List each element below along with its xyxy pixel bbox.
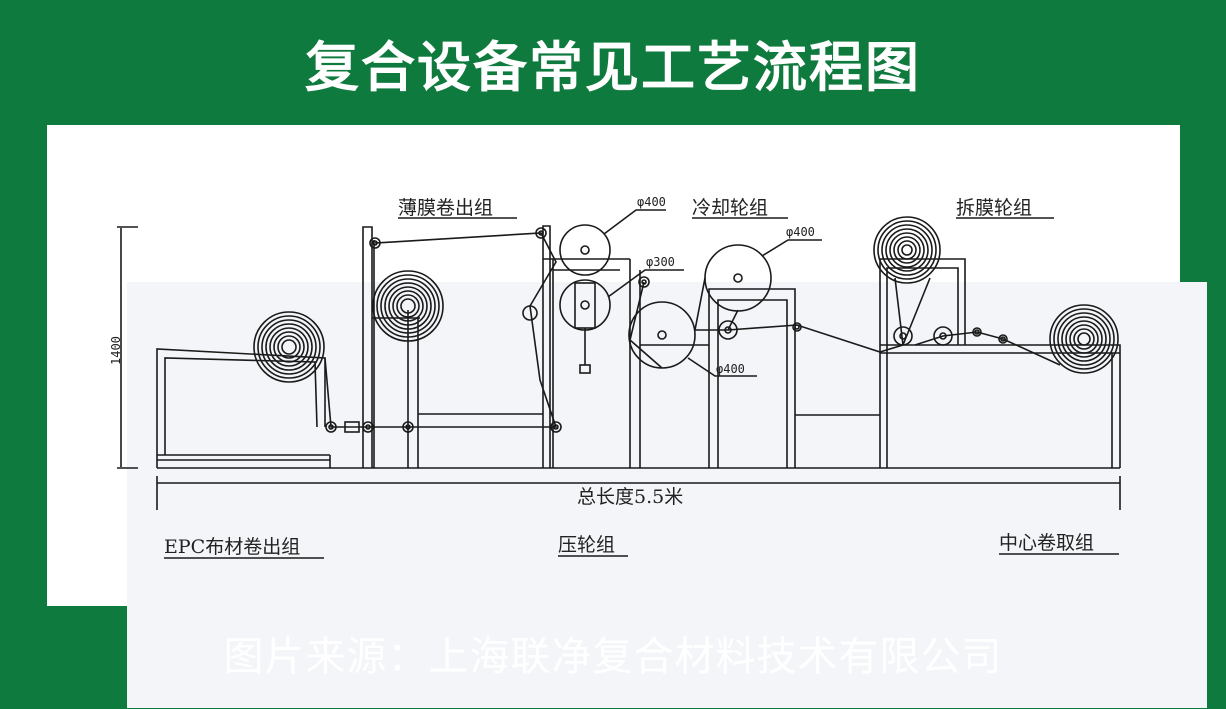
- peel-label: 拆膜轮组: [956, 197, 1032, 219]
- roll-ring: [873, 216, 941, 284]
- roll-ring: [384, 282, 432, 330]
- roll-ring: [1057, 312, 1111, 366]
- guide-roller: [402, 421, 414, 433]
- roller-axle: [328, 424, 334, 430]
- roll-ring: [1077, 332, 1091, 346]
- roll-ring: [1053, 308, 1115, 370]
- roller-axle: [733, 273, 743, 283]
- press-roller-frame: [543, 258, 641, 468]
- total-length-label: 总长度5.5米: [577, 486, 683, 508]
- roller-axle: [724, 326, 732, 334]
- guide-roller: [893, 326, 913, 346]
- guide-roller: [792, 322, 802, 332]
- roll-ring: [889, 232, 925, 268]
- height-dimension: 1400: [109, 226, 138, 469]
- guide-roller: [535, 227, 547, 239]
- roller-axle: [939, 332, 947, 340]
- roller-axle: [794, 324, 800, 330]
- guide-roller: [972, 327, 982, 337]
- length-dimension: 总长度5.5米: [156, 476, 1121, 510]
- press-bottom-diameter: φ300: [646, 255, 675, 269]
- roll-ring: [380, 278, 436, 334]
- roll-ring: [372, 270, 444, 342]
- guide-roller: [325, 421, 337, 433]
- image-source: 图片来源：上海联净复合材料技术有限公司: [223, 634, 1003, 680]
- roll-ring: [257, 315, 321, 379]
- cooling-roller-top: [704, 244, 772, 312]
- film-unwind-label: 薄膜卷出组: [398, 197, 493, 219]
- press-roller-bottom: [559, 279, 611, 331]
- roller-axle: [580, 300, 590, 310]
- guide-roller: [369, 237, 381, 249]
- roll-ring: [1065, 320, 1103, 358]
- roller-axle: [538, 230, 544, 236]
- film-web-path: [324, 232, 558, 428]
- roll-ring: [1061, 316, 1107, 362]
- roller-axle: [1000, 336, 1006, 342]
- film-roll: [372, 270, 444, 342]
- roll-ring: [396, 294, 420, 318]
- roll-ring: [265, 323, 313, 371]
- epc-unwind-label: EPC布材卷出组: [164, 536, 300, 558]
- leader-lines: [164, 209, 1119, 559]
- roll-ring: [277, 335, 301, 359]
- press-top-diameter: φ400: [637, 195, 666, 209]
- center-winder-label: 中心卷取组: [999, 532, 1094, 554]
- press-label: 压轮组: [558, 534, 615, 556]
- roll-ring: [893, 236, 921, 264]
- guide-roller: [362, 421, 374, 433]
- roll-ring: [1073, 328, 1095, 350]
- guide-roller: [718, 320, 738, 340]
- winder-roll: [1049, 304, 1119, 374]
- cooling-roller-bottom: [628, 301, 696, 369]
- roll-ring: [881, 224, 933, 276]
- guide-roller: [933, 326, 953, 346]
- roll-ring: [273, 331, 305, 363]
- guide-roller: [638, 276, 650, 288]
- roller-axle: [974, 329, 980, 335]
- roll-ring: [253, 311, 325, 383]
- guide-rollers: [325, 224, 1008, 433]
- page-title: 复合设备常见工艺流程图: [305, 36, 921, 99]
- epc-unwind-frame: [156, 348, 360, 468]
- roll-ring: [901, 244, 913, 256]
- guide-roller: [998, 334, 1008, 344]
- peeled-film-roll: [873, 216, 941, 284]
- roll-ring: [376, 274, 440, 338]
- roller-axle: [553, 424, 559, 430]
- roll-ring: [388, 286, 428, 326]
- press-roller-top: [559, 224, 611, 276]
- roll-ring: [400, 298, 416, 314]
- cooling-frame: [629, 277, 904, 468]
- roll-ring: [877, 220, 937, 280]
- tension-roller: [522, 305, 538, 321]
- guide-roller: [550, 421, 562, 433]
- cooling-label: 冷却轮组: [692, 197, 768, 219]
- roller-axle: [372, 240, 378, 246]
- roll-ring: [281, 339, 297, 355]
- roll-ring: [897, 240, 917, 260]
- roller-axle: [405, 424, 411, 430]
- winder-frame: [879, 258, 1121, 468]
- roller-axle: [657, 330, 667, 340]
- roller-axle: [641, 279, 647, 285]
- cooling-bottom-diameter: φ400: [716, 362, 745, 376]
- roller-axle: [365, 424, 371, 430]
- roll-ring: [392, 290, 424, 322]
- material-rolls: [253, 216, 1119, 383]
- epc-fabric-roll: [253, 311, 325, 383]
- height-label: 1400: [109, 336, 123, 365]
- roll-ring: [269, 327, 309, 367]
- roll-ring: [261, 319, 317, 375]
- roller-axle: [899, 332, 907, 340]
- roll-ring: [885, 228, 929, 272]
- roll-ring: [1069, 324, 1099, 354]
- roll-ring: [1049, 304, 1119, 374]
- roller-axle: [580, 245, 590, 255]
- cooling-top-diameter: φ400: [786, 225, 815, 239]
